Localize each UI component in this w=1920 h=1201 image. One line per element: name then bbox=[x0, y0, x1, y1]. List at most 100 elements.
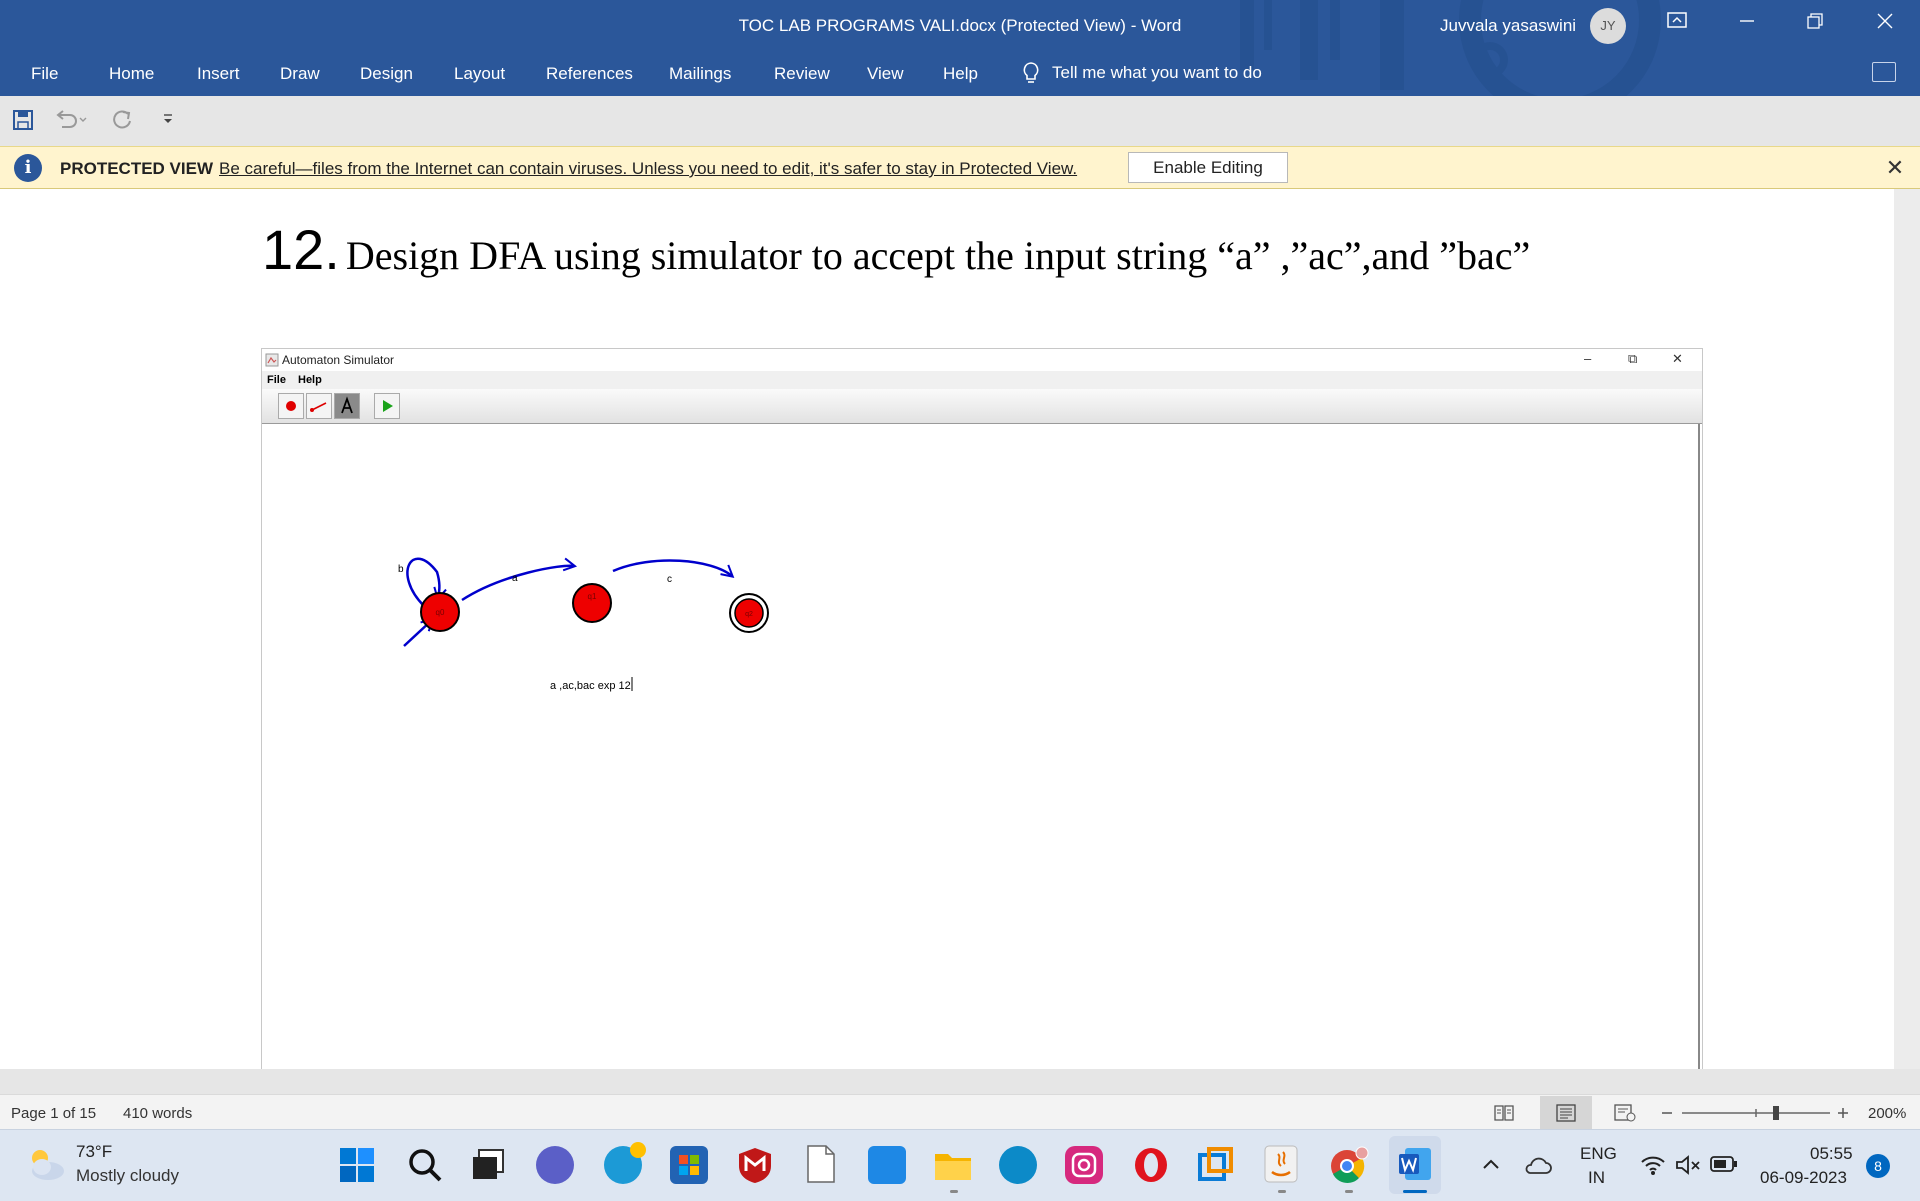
mcafee-icon[interactable] bbox=[737, 1146, 773, 1184]
weather-cloud-icon[interactable] bbox=[24, 1144, 66, 1184]
ribbon-display-options-icon[interactable] bbox=[1654, 6, 1700, 40]
tell-me-search[interactable]: Tell me what you want to do bbox=[1022, 58, 1262, 88]
lightbulb-icon bbox=[1023, 62, 1039, 83]
notification-badge[interactable]: 8 bbox=[1866, 1154, 1890, 1178]
edge-browser-icon[interactable] bbox=[999, 1146, 1037, 1184]
print-layout-icon bbox=[1556, 1104, 1576, 1122]
word-taskbar-active[interactable] bbox=[1389, 1136, 1441, 1194]
word-count[interactable]: 410 words bbox=[123, 1105, 193, 1122]
sim-menu-file: File bbox=[267, 374, 286, 386]
tab-review[interactable]: Review bbox=[774, 64, 830, 83]
protected-view-message[interactable]: Be careful—files from the Internet can c… bbox=[219, 159, 1078, 178]
search-icon[interactable] bbox=[407, 1147, 443, 1183]
tab-layout[interactable]: Layout bbox=[454, 64, 506, 83]
word-app-icon bbox=[1399, 1148, 1431, 1180]
state-label-q1: q1 bbox=[588, 592, 597, 601]
restore-icon[interactable] bbox=[1792, 6, 1838, 40]
close-icon[interactable] bbox=[1862, 6, 1908, 40]
weather-temperature[interactable]: 73°F bbox=[76, 1142, 113, 1161]
chrome-running-indicator bbox=[1345, 1190, 1353, 1193]
quick-access-toolbar bbox=[0, 96, 1920, 146]
avatar[interactable]: JY bbox=[1590, 8, 1626, 44]
task-view-icon[interactable] bbox=[471, 1148, 507, 1182]
transition-q0-q1 bbox=[461, 566, 574, 602]
redo-icon[interactable] bbox=[110, 108, 134, 132]
sim-restore-icon: ⧉ bbox=[1628, 351, 1638, 366]
myhp-icon[interactable] bbox=[868, 1146, 906, 1184]
transition-label-c: c bbox=[667, 574, 672, 585]
minimize-icon[interactable] bbox=[1724, 6, 1770, 40]
protected-view-bar: i PROTECTED VIEW Be careful—files from t… bbox=[0, 146, 1920, 189]
blank-file-icon[interactable] bbox=[806, 1144, 836, 1184]
java-icon[interactable] bbox=[1263, 1144, 1299, 1184]
tab-file[interactable]: File bbox=[31, 64, 59, 83]
document-area: 12.Design DFA using simulator to accept … bbox=[0, 189, 1920, 1069]
input-language[interactable]: ENG bbox=[1580, 1144, 1617, 1163]
word-active-indicator bbox=[1403, 1190, 1427, 1193]
weather-description[interactable]: Mostly cloudy bbox=[76, 1166, 179, 1185]
dfa-diagram: b a c q0 q1 q2 a ,ac,bac exp 1 bbox=[398, 557, 769, 692]
customize-toolbar-icon[interactable] bbox=[162, 112, 174, 126]
transition-label-a: a bbox=[512, 573, 518, 584]
comments-icon[interactable] bbox=[1872, 62, 1896, 82]
tab-insert[interactable]: Insert bbox=[197, 64, 240, 83]
battery-icon[interactable] bbox=[1710, 1155, 1738, 1173]
document-title: TOC LAB PROGRAMS VALI.docx (Protected Vi… bbox=[738, 16, 1182, 35]
input-region[interactable]: IN bbox=[1588, 1168, 1605, 1187]
instagram-icon[interactable] bbox=[1065, 1146, 1103, 1184]
ribbon-tabs: File Home Insert Draw Design Layout Refe… bbox=[0, 56, 1300, 92]
opera-icon[interactable] bbox=[1132, 1146, 1170, 1184]
sim-menu-help: Help bbox=[298, 374, 322, 386]
tab-references[interactable]: References bbox=[546, 64, 633, 83]
tab-view[interactable]: View bbox=[867, 64, 904, 83]
onedrive-cloud-icon[interactable] bbox=[1524, 1154, 1552, 1176]
simulator-screenshot[interactable]: Automaton Simulator – ⧉ ✕ File Help bbox=[261, 348, 1703, 1069]
heading-text: Design DFA using simulator to accept the… bbox=[345, 233, 1531, 278]
save-icon[interactable] bbox=[12, 109, 34, 131]
simulator-toolbar bbox=[262, 389, 1702, 424]
page-heading: 12.Design DFA using simulator to accept … bbox=[262, 217, 1530, 282]
tab-mailings[interactable]: Mailings bbox=[669, 64, 732, 83]
sim-close-icon: ✕ bbox=[1672, 351, 1683, 366]
heading-number: 12. bbox=[262, 218, 340, 281]
account-name[interactable]: Juvvala yasaswini bbox=[1440, 16, 1577, 35]
tab-help[interactable]: Help bbox=[943, 64, 978, 83]
chrome-icon[interactable] bbox=[1329, 1146, 1369, 1184]
read-mode-icon[interactable] bbox=[1494, 1104, 1514, 1122]
tab-draw[interactable]: Draw bbox=[280, 64, 320, 83]
tab-design[interactable]: Design bbox=[360, 64, 413, 83]
document-page[interactable]: 12.Design DFA using simulator to accept … bbox=[0, 189, 1894, 1069]
taskbar: 73°F Mostly cloudy bbox=[0, 1129, 1920, 1201]
enable-editing-button[interactable]: Enable Editing bbox=[1128, 152, 1288, 183]
diagram-caption: a ,ac,bac exp 12 bbox=[550, 680, 631, 692]
transition-q1-q2 bbox=[612, 559, 732, 576]
automaton-canvas: b a c q0 q1 q2 a ,ac,bac exp 1 bbox=[262, 424, 1700, 1069]
page-count[interactable]: Page 1 of 15 bbox=[11, 1105, 97, 1122]
undo-icon[interactable] bbox=[54, 109, 88, 131]
file-explorer-icon[interactable] bbox=[933, 1148, 973, 1182]
clock-time[interactable]: 05:55 bbox=[1810, 1144, 1853, 1163]
wifi-icon[interactable] bbox=[1640, 1154, 1666, 1176]
web-layout-icon[interactable] bbox=[1614, 1104, 1636, 1122]
teams-chat-icon[interactable] bbox=[536, 1146, 574, 1184]
zoom-slider[interactable] bbox=[1660, 1105, 1850, 1121]
state-q0 bbox=[420, 592, 460, 632]
vertical-scrollbar[interactable] bbox=[1894, 189, 1920, 1069]
snip-tool-icon[interactable] bbox=[1197, 1146, 1235, 1184]
zoom-level[interactable]: 200% bbox=[1868, 1105, 1907, 1122]
simulator-title: Automaton Simulator bbox=[282, 353, 395, 367]
state-label-q0: q0 bbox=[436, 608, 445, 617]
clock-date[interactable]: 06-09-2023 bbox=[1760, 1168, 1847, 1187]
print-layout-button[interactable] bbox=[1540, 1096, 1592, 1129]
title-decoration bbox=[1240, 0, 1661, 96]
transition-label-b: b bbox=[398, 564, 404, 575]
simulator-title-bar: Automaton Simulator – ⧉ ✕ bbox=[262, 349, 1702, 371]
volume-muted-icon[interactable] bbox=[1675, 1154, 1701, 1176]
tab-home[interactable]: Home bbox=[109, 64, 155, 83]
microsoft-store-icon[interactable] bbox=[670, 1146, 708, 1184]
windows-start-icon[interactable] bbox=[339, 1147, 375, 1183]
add-state-tool-icon bbox=[278, 393, 304, 419]
simulator-menu-bar: File Help bbox=[262, 371, 1702, 389]
close-banner-icon[interactable]: ✕ bbox=[1885, 155, 1905, 180]
show-hidden-icons-chevron-icon[interactable] bbox=[1482, 1158, 1500, 1170]
